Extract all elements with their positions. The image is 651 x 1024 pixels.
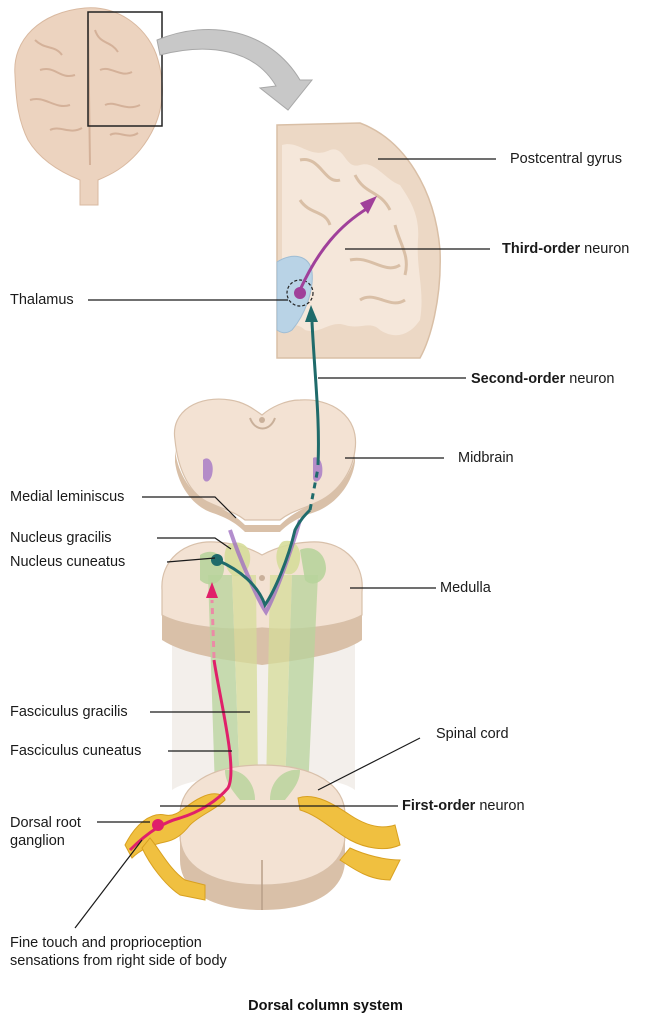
label-postcentral-gyrus: Postcentral gyrus — [510, 151, 623, 167]
third-order-arrowhead — [360, 196, 377, 214]
neuron-pathways — [128, 196, 377, 852]
label-medulla: Medulla — [440, 580, 491, 596]
third-order-neuron-path — [298, 206, 369, 291]
second-order-neuron-dashed — [308, 467, 320, 511]
second-order-neuron-path — [216, 508, 312, 609]
midbrain-lemniscus-left — [203, 458, 213, 482]
brain-illustration — [14, 7, 163, 206]
second-order-neuron-upper — [310, 321, 320, 466]
label-first-order-bold: First-order — [402, 798, 476, 814]
label-second-order-bold: Second-order — [471, 371, 566, 387]
label-dorsal-root-ganglion: Dorsal root ganglion — [10, 815, 81, 849]
midbrain-section — [173, 398, 357, 532]
leader-lines — [74, 158, 496, 929]
first-order-soma — [152, 819, 164, 831]
label-third-order-rest: neuron — [580, 241, 630, 257]
label-spinal-cord: Spinal cord — [436, 726, 509, 742]
label-second-order-neuron: Second-order neuron — [471, 370, 614, 388]
label-nucleus-gracilis: Nucleus gracilis — [10, 530, 112, 546]
label-thalamus: Thalamus — [10, 292, 74, 308]
label-third-order-neuron: Third-order neuron — [502, 240, 629, 258]
zoom-box — [87, 11, 163, 127]
cortex-section — [276, 122, 441, 359]
label-nucleus-cuneatus: Nucleus cuneatus — [10, 554, 126, 570]
spinal-cord-section — [124, 764, 401, 910]
zoom-arrow — [156, 29, 314, 111]
first-order-neuron-dashed — [210, 599, 216, 659]
label-medial-lemniscus: Medial leminiscus — [10, 489, 125, 505]
diagram-title: Dorsal column system — [248, 998, 403, 1014]
label-fasciculus-cuneatus: Fasciculus cuneatus — [10, 743, 142, 759]
label-midbrain: Midbrain — [458, 450, 514, 466]
first-order-arrowhead — [206, 582, 218, 598]
label-fasciculus-gracilis: Fasciculus gracilis — [10, 704, 128, 720]
label-fine-touch: Fine touch and proprioception sensations… — [10, 935, 227, 969]
third-order-soma — [294, 287, 306, 299]
label-third-order-bold: Third-order — [502, 241, 581, 257]
fasciculus-columns — [208, 575, 318, 790]
label-second-order-rest: neuron — [565, 371, 615, 387]
label-first-order-rest: neuron — [475, 798, 525, 814]
label-first-order-neuron: First-order neuron — [402, 797, 525, 815]
second-order-arrowhead — [305, 305, 318, 322]
thalamus-target-ring — [286, 279, 314, 307]
